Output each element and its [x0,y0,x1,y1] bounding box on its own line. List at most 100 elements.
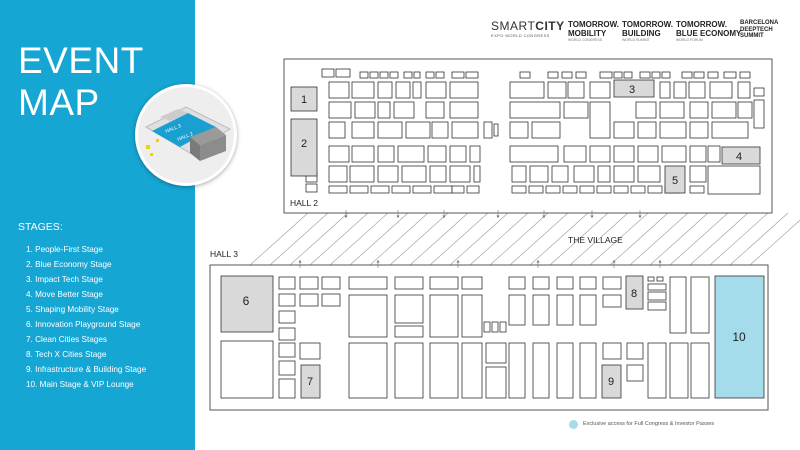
booth [647,185,663,194]
booth [491,321,499,333]
booth [602,342,622,360]
arrow-head [638,215,642,218]
booth [466,185,480,194]
walkway-line [289,212,349,266]
booth [427,145,447,163]
booth [681,71,693,79]
walkway-line [689,212,749,266]
booth [508,342,526,399]
booth [707,71,719,79]
blue-line2: BLUE ECONOMY [676,29,742,38]
walkway-line [309,212,369,266]
stage-marker-8: 8 [631,288,637,300]
sidebar: EVENT MAP STAGES: 1. People-First Stage … [0,0,195,450]
booth [451,185,465,194]
booth [556,294,574,326]
stage-5-area[interactable] [664,165,686,194]
arrow-head [612,260,616,263]
stage-item: 1. People-First Stage [26,245,103,254]
booth [509,121,529,139]
stage-10-vip-area[interactable] [714,275,765,399]
booth [449,145,467,163]
walkway-line [709,212,769,266]
booth [589,145,611,163]
booth [689,165,707,183]
booth [579,294,597,326]
walkway-line [489,212,549,266]
booth [377,165,399,183]
booth [511,185,527,194]
booth [429,342,459,399]
booth [656,276,664,282]
stage-marker-6: 6 [243,294,250,308]
booth [451,121,479,139]
booth [299,342,321,360]
booth [377,121,403,139]
booth [391,185,411,194]
stage-4-area[interactable] [721,146,761,165]
booth [659,101,685,119]
booth [737,81,751,99]
arrow-head [496,215,500,218]
walkway-line [269,212,329,266]
building-line1: TOMORROW. [622,20,673,29]
booth [690,276,710,334]
stage-8-area[interactable] [625,275,644,310]
stage-6-area[interactable] [220,275,274,333]
booth [547,81,567,99]
booth [639,71,651,79]
booth [412,81,422,99]
booth [379,71,389,79]
booth [613,121,635,139]
booth [673,81,687,99]
stage-1-area[interactable] [290,86,318,112]
booth [351,81,375,99]
booth [429,165,447,183]
booth [613,165,635,183]
stage-item: 4. Move Better Stage [26,290,103,299]
booth [394,276,424,290]
booth [349,185,369,194]
booth [278,310,296,324]
booth [278,360,296,376]
booth [637,121,657,139]
stage-item: 7. Clean Cities Stages [26,335,108,344]
deeptech-line3: SUMMIT [740,33,764,39]
booth [661,145,687,163]
deeptech-line2: DEEPTECH [740,26,773,33]
booth [647,342,667,399]
booth [321,293,341,307]
booth [461,342,483,399]
booth [351,145,375,163]
building-logo: TOMORROW. BUILDING WORLD SUMMIT [622,20,673,43]
booth [596,185,612,194]
booth [449,101,479,119]
walkway-line [649,212,709,266]
booth [220,340,274,399]
blue-sub: WORLD FORUM [676,38,703,42]
booth [278,378,296,399]
booth [551,165,569,183]
arrow-head [542,215,546,218]
booth [669,276,687,334]
booth [647,283,667,291]
stage-2-area[interactable] [290,118,318,177]
booth [321,68,335,78]
stage-7-area[interactable] [300,364,321,399]
booth [589,101,611,139]
stage-3-area[interactable] [613,79,655,98]
walkway-line [389,212,449,266]
deeptech-logo: BARCELONA DEEPTECH SUMMIT [740,20,778,40]
booth [412,185,432,194]
booth [508,276,526,290]
booth [405,121,431,139]
stage-marker-2: 2 [301,138,307,150]
walkway-line [549,212,609,266]
booth [321,276,341,290]
booth [711,121,749,139]
booth [579,342,597,399]
booth [659,81,671,99]
hall-2-label: HALL 2 [290,198,319,208]
booth [425,101,445,119]
stage-9-area[interactable] [601,364,622,399]
